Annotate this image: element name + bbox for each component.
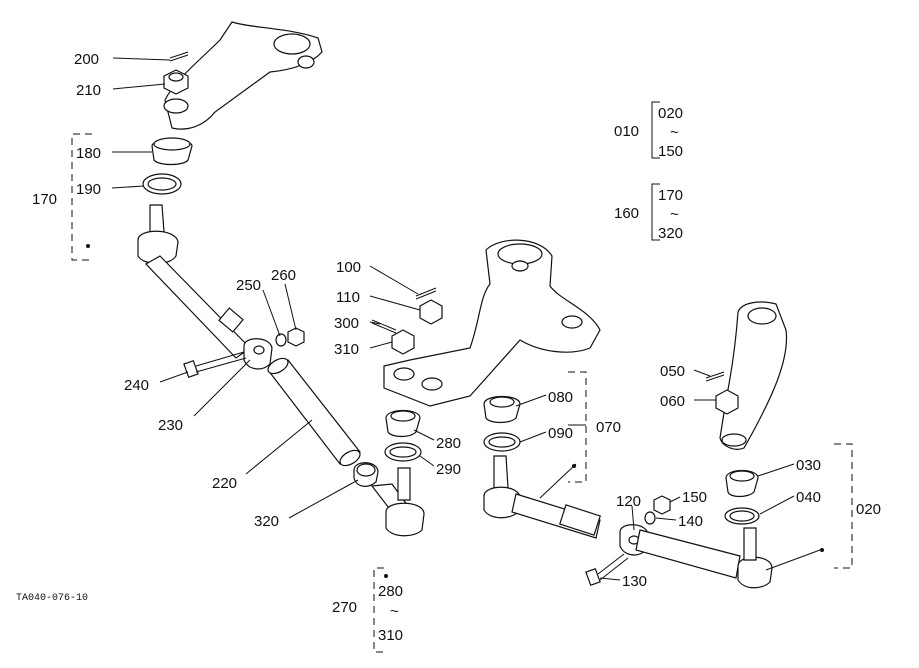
- callout-070-group: 070: [596, 419, 621, 436]
- left-tie-rod-end: [137, 204, 251, 359]
- callout-270-group: 270: [332, 599, 357, 616]
- callout-280-range-start: 280: [378, 583, 403, 600]
- nut-260: [287, 327, 305, 347]
- callout-100: 100: [336, 259, 361, 276]
- callout-320: 320: [254, 513, 279, 530]
- leader-lines: [111, 57, 821, 581]
- dust-cover-030: [725, 469, 759, 498]
- callout-290: 290: [436, 461, 461, 478]
- bracket-170: [71, 133, 92, 261]
- callout-210: 210: [76, 82, 101, 99]
- ring-190: [142, 173, 182, 195]
- callout-160-group: 160: [614, 205, 639, 222]
- bolt-130: [585, 553, 629, 587]
- castle-nut-060: [715, 389, 739, 415]
- callout-120: 120: [616, 493, 641, 510]
- callout-090: 090: [548, 425, 573, 442]
- dust-cover-180: [151, 137, 193, 166]
- bracket-070: [568, 371, 587, 483]
- threaded-rod-end-left: [370, 467, 425, 537]
- callout-080: 080: [548, 389, 573, 406]
- callout-040: 040: [796, 489, 821, 506]
- callout-150: 150: [682, 489, 707, 506]
- washer-140: [644, 511, 656, 525]
- range-tilde-270: ~: [390, 603, 399, 620]
- callout-150-range-end: 150: [658, 143, 683, 160]
- callout-030: 030: [796, 457, 821, 474]
- ring-290: [384, 442, 422, 462]
- callout-180: 180: [76, 145, 101, 162]
- callout-190: 190: [76, 181, 101, 198]
- callout-170-group: 170: [32, 191, 57, 208]
- callout-250: 250: [236, 277, 261, 294]
- center-knuckle-arm: [383, 239, 601, 407]
- cotter-pin-100: [415, 287, 437, 300]
- bracket-010: [651, 101, 660, 159]
- upper-pitman-arm: [163, 21, 323, 130]
- bracket-270: [373, 567, 384, 653]
- dust-cover-280: [385, 409, 421, 438]
- callout-310: 310: [334, 341, 359, 358]
- right-knuckle-arm: [719, 301, 788, 450]
- castle-nut-110: [419, 299, 443, 325]
- callout-140: 140: [678, 513, 703, 530]
- callout-110: 110: [336, 289, 360, 306]
- right-tie-rod-tube: [635, 529, 741, 579]
- callout-260: 260: [271, 267, 296, 284]
- castle-nut-310: [391, 329, 415, 355]
- callout-170-range-start: 170: [658, 187, 683, 204]
- callout-300: 300: [334, 315, 359, 332]
- callout-050: 050: [660, 363, 685, 380]
- cotter-pin-050: [705, 371, 725, 382]
- callout-310-range-end: 310: [378, 627, 403, 644]
- callout-010-group: 010: [614, 123, 639, 140]
- drawing-code: TA040-076-10: [16, 593, 88, 604]
- right-ball-joint: [737, 527, 773, 589]
- callout-320-range-end: 320: [658, 225, 683, 242]
- bracket-020: [834, 443, 853, 569]
- tie-rod-tube-220: [267, 357, 361, 467]
- castle-nut-210: [163, 69, 189, 95]
- callout-130: 130: [622, 573, 647, 590]
- nut-320: [353, 462, 379, 487]
- callout-020-range-start: 020: [658, 105, 683, 122]
- clamp-230: [243, 338, 273, 370]
- callout-240: 240: [124, 377, 149, 394]
- bolt-240: [183, 351, 247, 379]
- ring-040: [724, 507, 760, 525]
- range-tilde-160: ~: [670, 206, 679, 223]
- callout-220: 220: [212, 475, 237, 492]
- bracket-160: [651, 183, 660, 241]
- ring-090: [483, 432, 521, 452]
- washer-250: [275, 333, 287, 347]
- cotter-pin-300: [371, 319, 397, 334]
- callout-230: 230: [158, 417, 183, 434]
- dust-cover-080: [483, 395, 521, 424]
- range-tilde-010: ~: [670, 124, 679, 141]
- cotter-pin-200: [169, 51, 189, 62]
- callout-020-group: 020: [856, 501, 881, 518]
- right-tie-rod-end: [483, 455, 601, 539]
- nut-150: [653, 495, 671, 515]
- callout-060: 060: [660, 393, 685, 410]
- callout-280: 280: [436, 435, 461, 452]
- callout-200: 200: [74, 51, 99, 68]
